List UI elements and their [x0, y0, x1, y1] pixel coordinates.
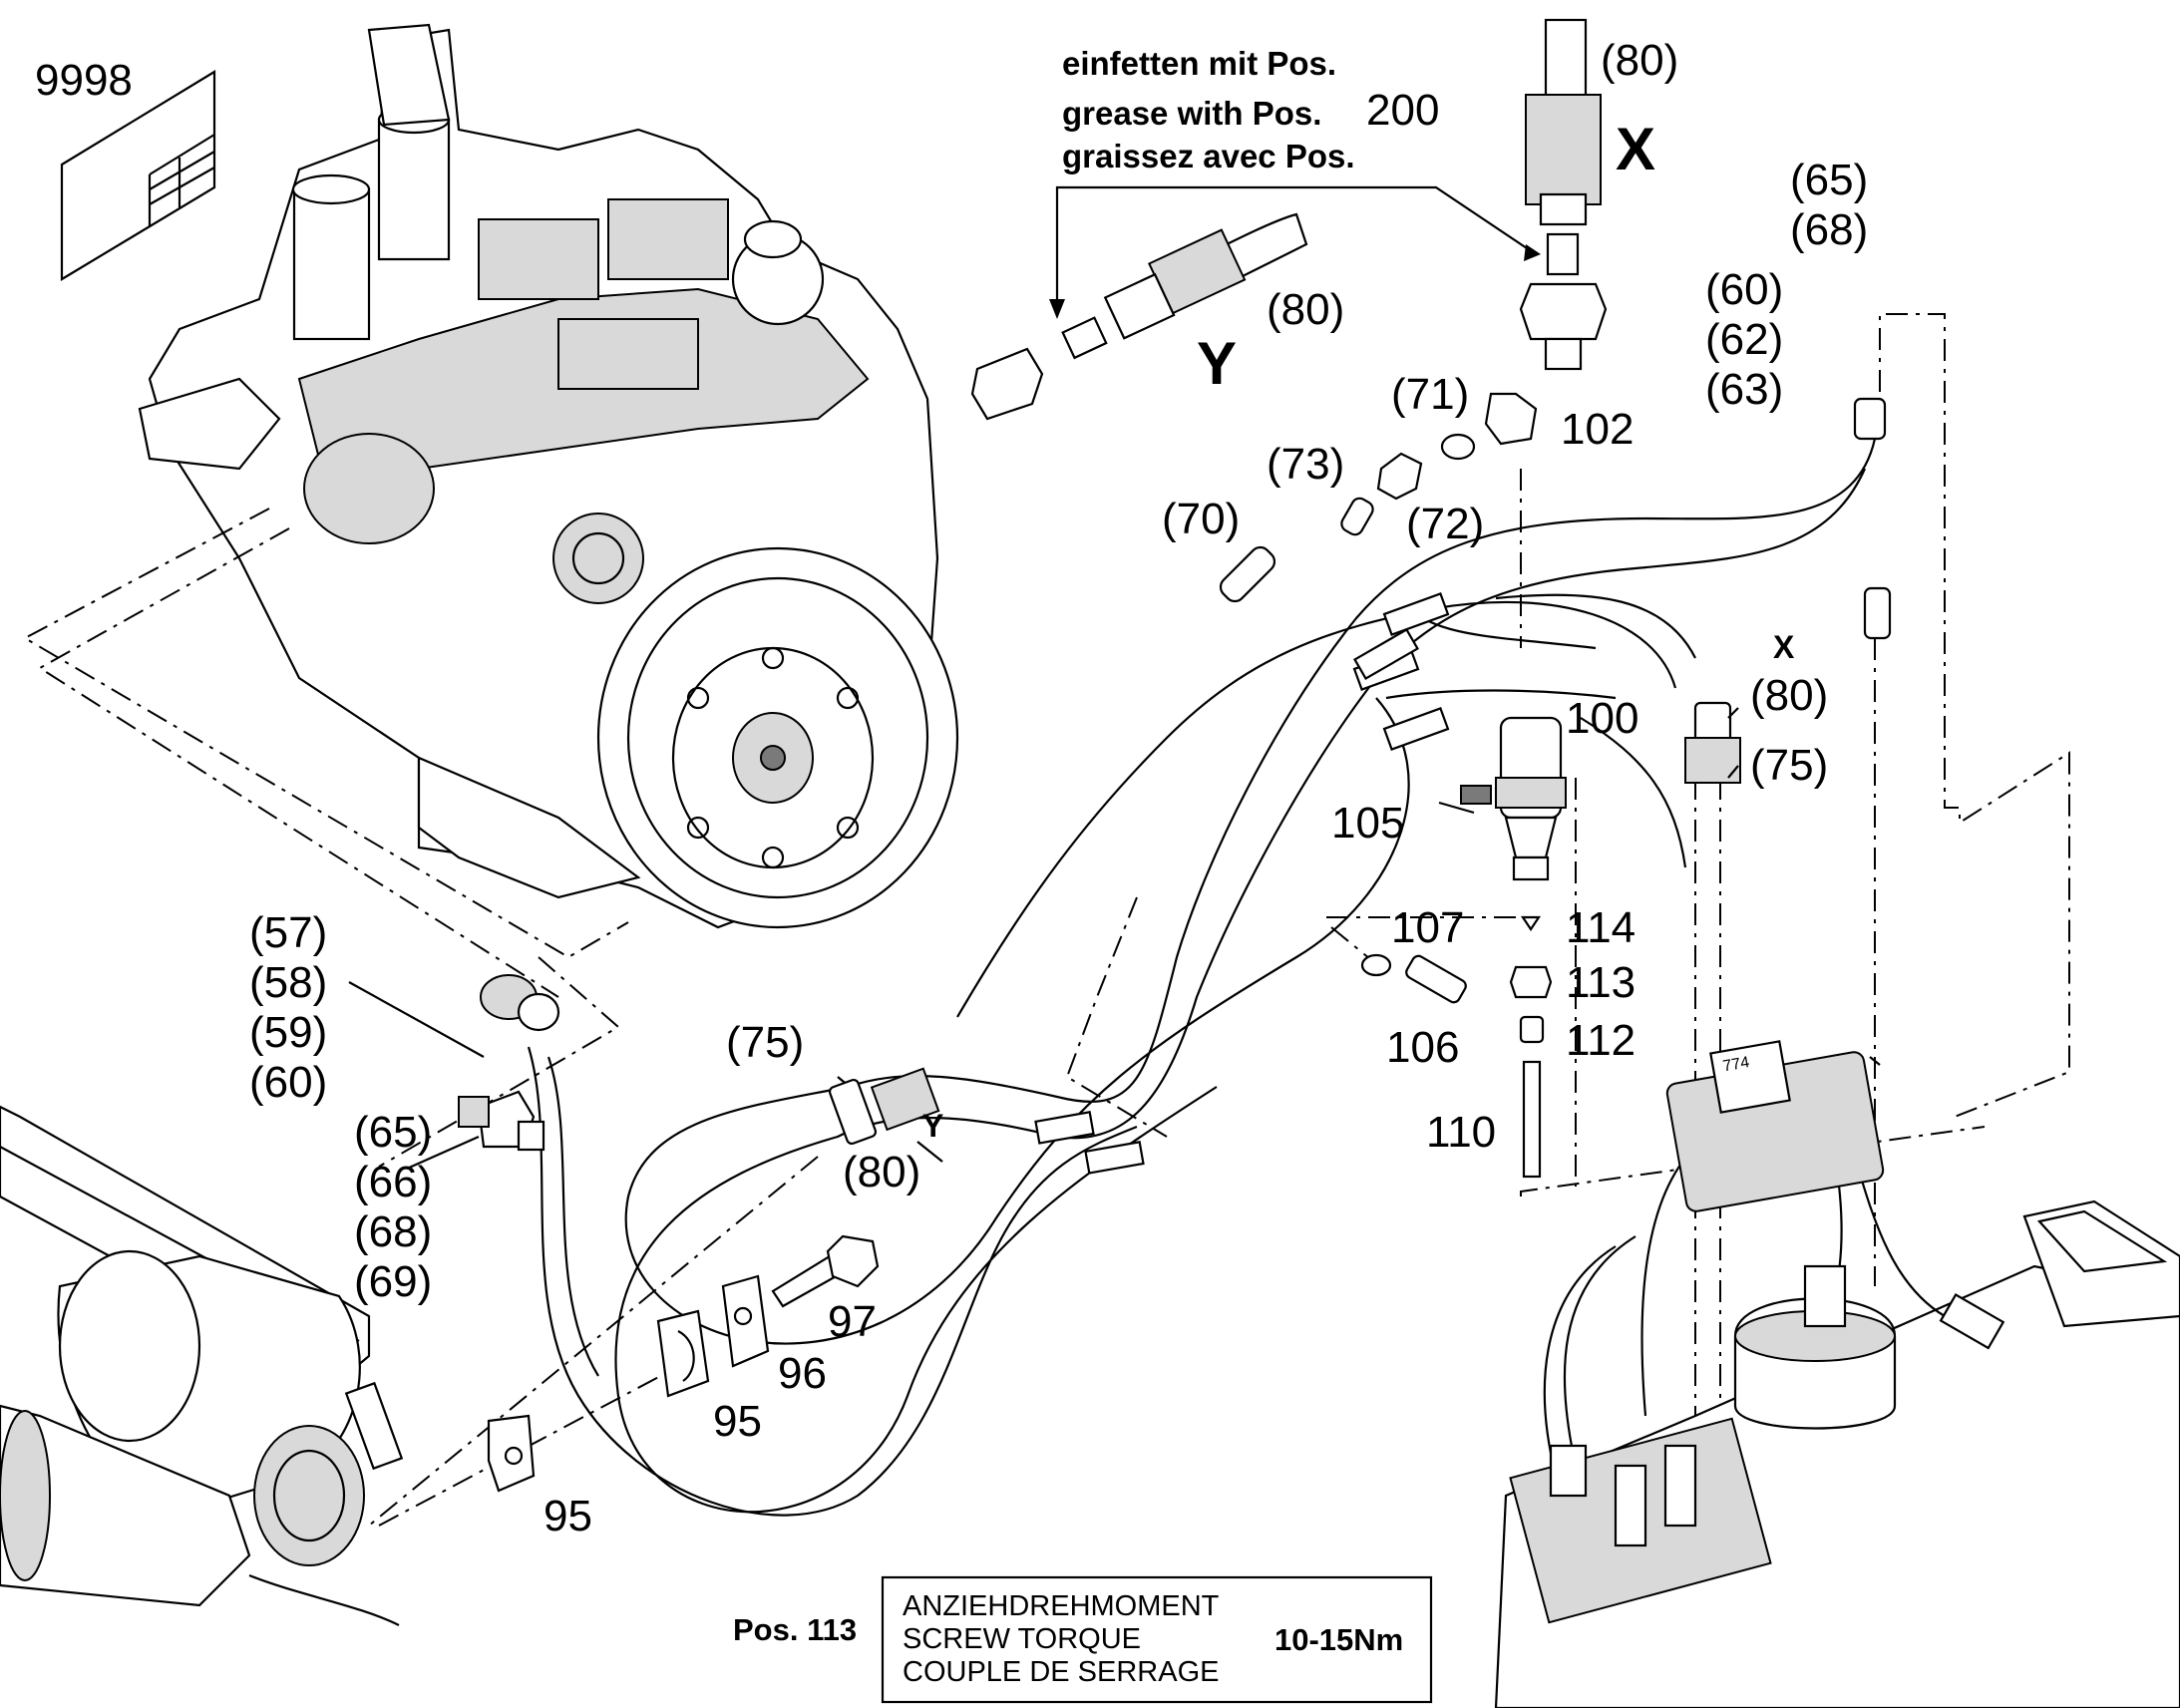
- grease-note-pos: 200: [1366, 86, 1439, 135]
- callout-63: (63): [1705, 365, 1783, 414]
- callout-80-right: (80): [1750, 671, 1828, 720]
- callout-60: (60): [1705, 265, 1783, 314]
- callout-71: (71): [1391, 370, 1469, 419]
- callout-107: 107: [1391, 903, 1464, 952]
- callout-97: 97: [828, 1297, 877, 1346]
- torque-line-de: ANZIEHDREHMOMENT: [903, 1590, 1220, 1622]
- callout-57: (57): [249, 908, 327, 957]
- engine-assembly: [138, 23, 959, 929]
- connector-detail-x: [1519, 18, 1608, 371]
- grease-note-fr: graissez avec Pos.: [1062, 138, 1355, 174]
- view-label-y: Y: [1197, 330, 1237, 397]
- exhaust-assembly: [0, 1105, 404, 1626]
- callout-110: 110: [1426, 1108, 1496, 1157]
- torque-line-fr: COUPLE DE SERRAGE: [903, 1656, 1219, 1688]
- callout-68-left: (68): [354, 1207, 432, 1256]
- drawing-reference-card: 9998: [35, 56, 216, 281]
- callout-69: (69): [354, 1257, 432, 1306]
- view-label-x: X: [1616, 116, 1655, 182]
- def-tank-assembly: 774: [1494, 1040, 2180, 1708]
- filter-assembly: [1219, 392, 1892, 1179]
- torque-line-en: SCREW TORQUE: [903, 1623, 1141, 1655]
- clamp-hardware: [487, 1234, 880, 1493]
- callout-96: 96: [778, 1349, 827, 1398]
- torque-pos-label: Pos. 113: [733, 1612, 857, 1647]
- callout-114: 114: [1566, 903, 1635, 952]
- connector-detail-y: [970, 212, 1308, 421]
- callout-65-left: (65): [354, 1108, 432, 1157]
- torque-box: [881, 1575, 1433, 1704]
- callout-59: (59): [249, 1008, 327, 1057]
- grease-note-en: grease with Pos.: [1062, 95, 1321, 132]
- callout-112: 112: [1566, 1016, 1635, 1065]
- torque-spec: Pos. 113 ANZIEHDREHMOMENT SCREW TORQUE C…: [733, 1575, 1433, 1704]
- callout-60-left: (60): [249, 1058, 327, 1107]
- callout-113: 113: [1566, 958, 1635, 1007]
- callout-58: (58): [249, 958, 327, 1007]
- callout-102: 102: [1561, 405, 1634, 454]
- grease-arrows: [1049, 185, 1541, 319]
- torque-value: 10-15Nm: [1274, 1622, 1403, 1657]
- left-fittings: [458, 974, 940, 1152]
- callout-leaders: [348, 707, 1881, 1171]
- callout-68-top: (68): [1790, 205, 1868, 254]
- callout-75-right: (75): [1750, 741, 1828, 790]
- grease-note: einfetten mit Pos. grease with Pos. grai…: [1062, 45, 1439, 174]
- callout-80-left: (80): [843, 1148, 920, 1196]
- callout-95-a: 95: [713, 1397, 762, 1446]
- callout-62: (62): [1705, 315, 1783, 364]
- callout-95-b: 95: [544, 1492, 592, 1540]
- callout-106: 106: [1386, 1023, 1459, 1072]
- callout-66: (66): [354, 1158, 432, 1206]
- view-marker-y: Y: [922, 1108, 943, 1144]
- view-marker-x: X: [1773, 629, 1795, 665]
- callout-80-top: (80): [1601, 36, 1678, 85]
- callout-72: (72): [1406, 500, 1484, 548]
- callout-80-y: (80): [1267, 285, 1344, 334]
- drawing-ref-number: 9998: [35, 56, 133, 105]
- callout-105: 105: [1331, 799, 1404, 848]
- callout-73: (73): [1267, 440, 1344, 489]
- callout-70: (70): [1162, 495, 1240, 543]
- callout-75-left: (75): [726, 1018, 804, 1067]
- hose-harness: [527, 438, 1877, 1517]
- pump-marking: 774: [1721, 1054, 1750, 1075]
- callout-100: 100: [1566, 694, 1638, 743]
- callout-65-top: (65): [1790, 156, 1868, 204]
- grease-note-de: einfetten mit Pos.: [1062, 45, 1336, 82]
